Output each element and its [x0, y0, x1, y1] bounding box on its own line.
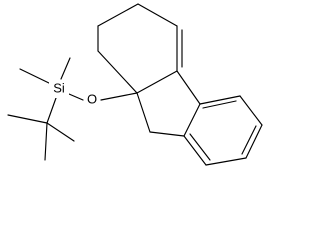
bond-si-tbutyl [46, 97, 57, 124]
bond-benzene-d [245, 124, 263, 159]
bond-benzene-a [183, 103, 201, 137]
bond-tbutyl-methyl-b [44, 122, 48, 161]
bond-tbutyl-methyl-c [46, 122, 75, 142]
molecule-structure-diagram: O Si [7, 3, 263, 166]
bond-c9a-oxygen [100, 92, 138, 101]
bond-five-c5-c4a [176, 70, 201, 105]
bond-five-c9a-ch2 [136, 92, 151, 133]
bond-benzene-d-inner [241, 125, 257, 155]
bond-ring-c5-c9a [136, 70, 178, 94]
silicon-atom-label: Si [53, 80, 65, 95]
bond-si-methyl-up [60, 57, 71, 80]
bond-five-ch2-c8a [149, 131, 185, 137]
bond-benzene-c [239, 95, 263, 126]
bond-benzene-b-inner [202, 100, 237, 109]
bond-benzene-f-inner [189, 133, 211, 161]
bond-ring-c3-c4 [137, 3, 178, 27]
oxygen-label-bg [85, 92, 100, 108]
oxygen-atom-label: O [87, 91, 97, 106]
bond-si-methyl-left [19, 68, 52, 85]
silicon-label-bg [49, 81, 69, 98]
bond-tbutyl-methyl-a [7, 114, 48, 124]
bond-ring-c2-c3 [97, 3, 139, 27]
bond-benzene-e [205, 157, 247, 166]
bond-ring-c9a-c1 [97, 50, 138, 94]
bond-oxygen-silicon [68, 93, 84, 101]
bond-benzene-b [199, 95, 241, 105]
bond-benzene-f [183, 135, 207, 166]
